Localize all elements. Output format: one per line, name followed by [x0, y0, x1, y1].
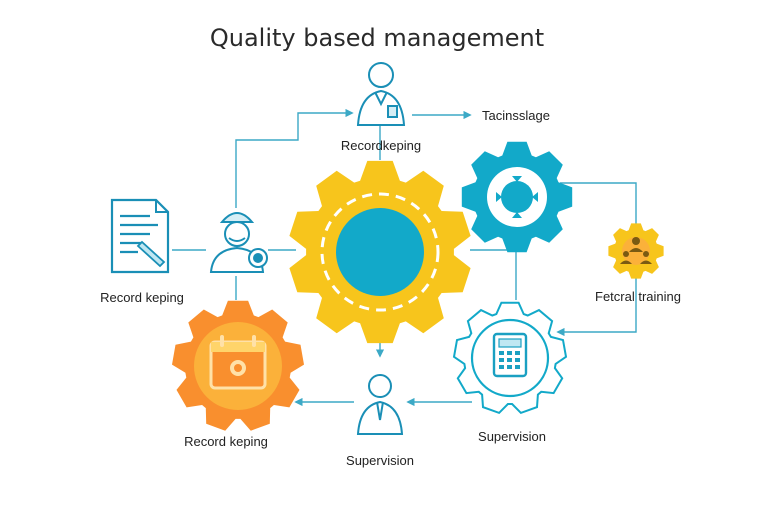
connector-big-gear-to-right: [470, 249, 517, 300]
central-yellow-gear: [289, 160, 471, 344]
person-with-tie-icon: [356, 374, 404, 435]
person-with-badge-icon: [356, 62, 406, 126]
cyan-gear: [461, 141, 573, 253]
label-bottom-center: Supervision: [346, 453, 414, 468]
diagram-title: Quality based management: [210, 24, 544, 52]
document-with-pen-icon: [110, 198, 170, 274]
connector-worker-to-top: [235, 108, 354, 208]
label-bottom-right: Supervision: [478, 429, 546, 444]
team-gear-icon: [620, 237, 652, 264]
calendar-icon: [209, 335, 267, 390]
label-bottom-left: Record keping: [184, 434, 268, 449]
label-left: Record keping: [100, 290, 184, 305]
connector-cyan-gear-to-team: [560, 182, 637, 224]
calculator-icon: [492, 332, 528, 378]
label-right: Fetcral training: [595, 289, 681, 304]
worker-with-headset-icon: [209, 212, 268, 273]
connector-team-to-supervision-gear: [556, 278, 637, 337]
orange-gear: [172, 300, 304, 431]
label-top-center: Recordkeping: [341, 138, 421, 153]
team-gear: [608, 223, 664, 279]
label-top-right: Tacinsslage: [482, 108, 550, 123]
supervision-gear: [452, 301, 568, 415]
